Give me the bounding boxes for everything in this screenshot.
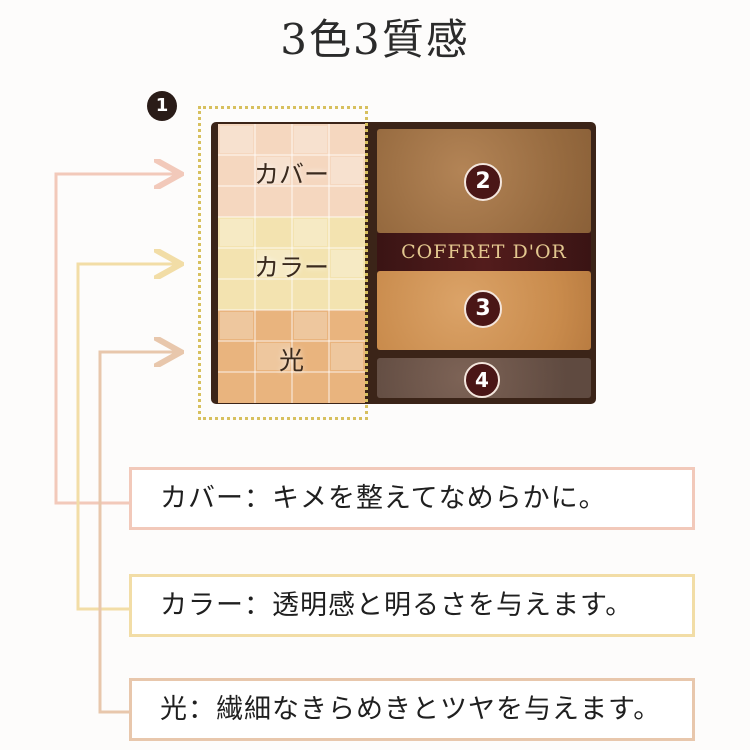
- description-color: カラー：透明感と明るさを与えます。: [129, 574, 695, 637]
- description-separator: ：: [244, 590, 272, 621]
- badge-2: 2: [464, 163, 502, 201]
- badge-1: 1: [147, 91, 177, 121]
- tile-label-cover: カバー: [253, 160, 329, 189]
- color-connector: [76, 264, 178, 611]
- description-light: 光：繊細なきらめきとツヤを与えます。: [129, 678, 695, 741]
- light-connector: [98, 352, 178, 714]
- tile-label-light: 光: [278, 346, 304, 375]
- dotted-highlight-frame: [198, 106, 368, 420]
- description-separator: ：: [244, 483, 272, 514]
- description-separator: ：: [188, 694, 216, 725]
- tile-grid: [218, 124, 365, 403]
- description-label: カバー: [160, 483, 244, 514]
- description-label: 光: [160, 694, 188, 725]
- description-cover: カバー：キメを整えてなめらかに。: [129, 467, 695, 530]
- page-title: 3色3質感: [280, 15, 470, 64]
- tile-label-color: カラー: [253, 253, 329, 282]
- description-label: カラー: [160, 590, 244, 621]
- description-text: 透明感と明るさを与えます。: [272, 590, 634, 621]
- cover-connector: [54, 174, 178, 505]
- texture-tiles: カバー カラー 光: [218, 124, 365, 403]
- brand-logo: COFFRET D'OR: [377, 233, 591, 271]
- badge-3: 3: [464, 290, 502, 328]
- description-text: キメを整えてなめらかに。: [272, 483, 607, 514]
- description-text: 繊細なきらめきとツヤを与えます。: [216, 694, 662, 725]
- badge-4: 4: [464, 362, 500, 398]
